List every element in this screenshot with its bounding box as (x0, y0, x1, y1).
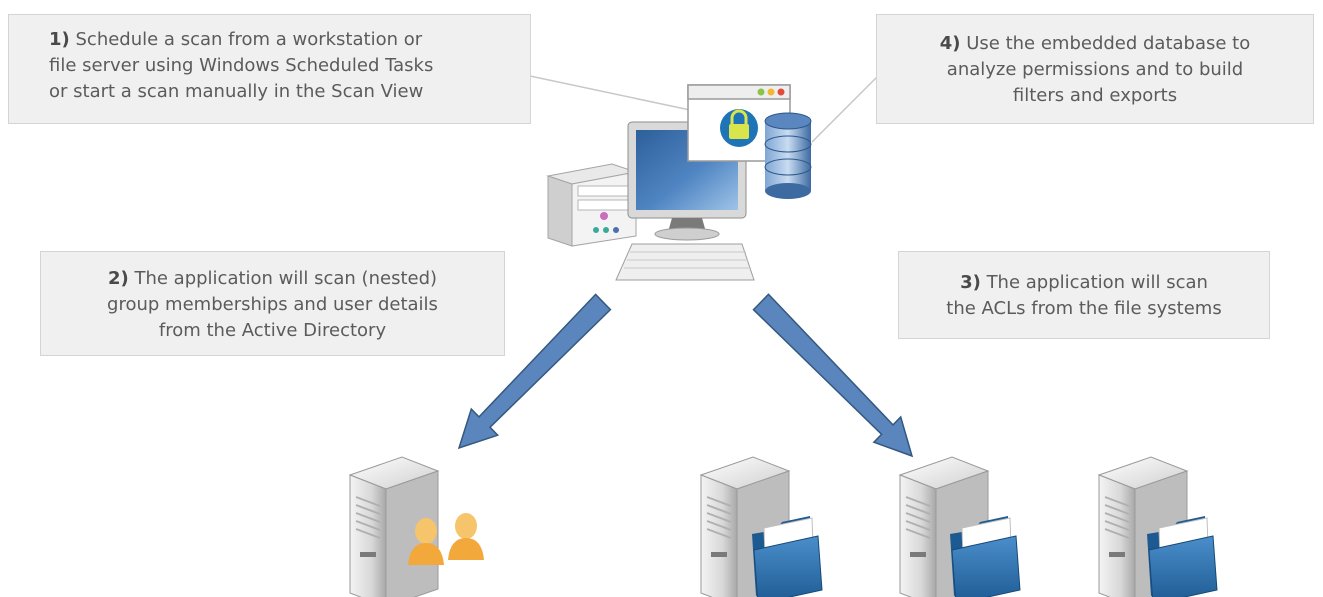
connector-line-1 (529, 75, 691, 111)
ad-server-icon (349, 456, 484, 597)
step-4-line-1: Use the embedded database to (966, 33, 1251, 54)
step-3-number: 3) (960, 272, 981, 293)
step-2-line-3: from the Active Directory (158, 320, 387, 341)
step-4-line-2: analyze permissions and to build (946, 59, 1244, 80)
step-2-line-2: group memberships and user details (107, 294, 438, 315)
step-4-number: 4) (939, 33, 961, 54)
step-1-line-2: file server using Windows Scheduled Task… (49, 55, 434, 76)
step-1-number: 1) (49, 29, 70, 50)
step-3-line-1: The application will scan (986, 272, 1208, 293)
file-server-icon (899, 456, 1021, 597)
step-1-box: 1) Schedule a scan from a workstation or… (8, 14, 531, 124)
step-1-line-3: or start a scan manually in the Scan Vie… (49, 81, 424, 102)
step-2-line-1: The application will scan (nested) (134, 268, 438, 289)
file-server-icon (1098, 456, 1218, 597)
connector-line-4 (811, 75, 879, 143)
arrow-to-file-servers (752, 293, 914, 458)
step-3-line-2: the ACLs from the file systems (946, 298, 1222, 319)
file-server-icon (700, 456, 823, 597)
step-2-box: 2) The application will scan (nested) gr… (40, 251, 505, 356)
step-3-box: 3) The application will scan the ACLs fr… (898, 251, 1270, 339)
arrow-to-ad-server (457, 293, 612, 450)
step-2-number: 2) (107, 268, 129, 289)
step-1-line-1: Schedule a scan from a workstation or (75, 29, 423, 50)
step-4-box: 4) Use the embedded database to analyze … (876, 14, 1314, 124)
database-icon (764, 112, 812, 199)
step-4-line-3: filters and exports (1012, 85, 1178, 106)
